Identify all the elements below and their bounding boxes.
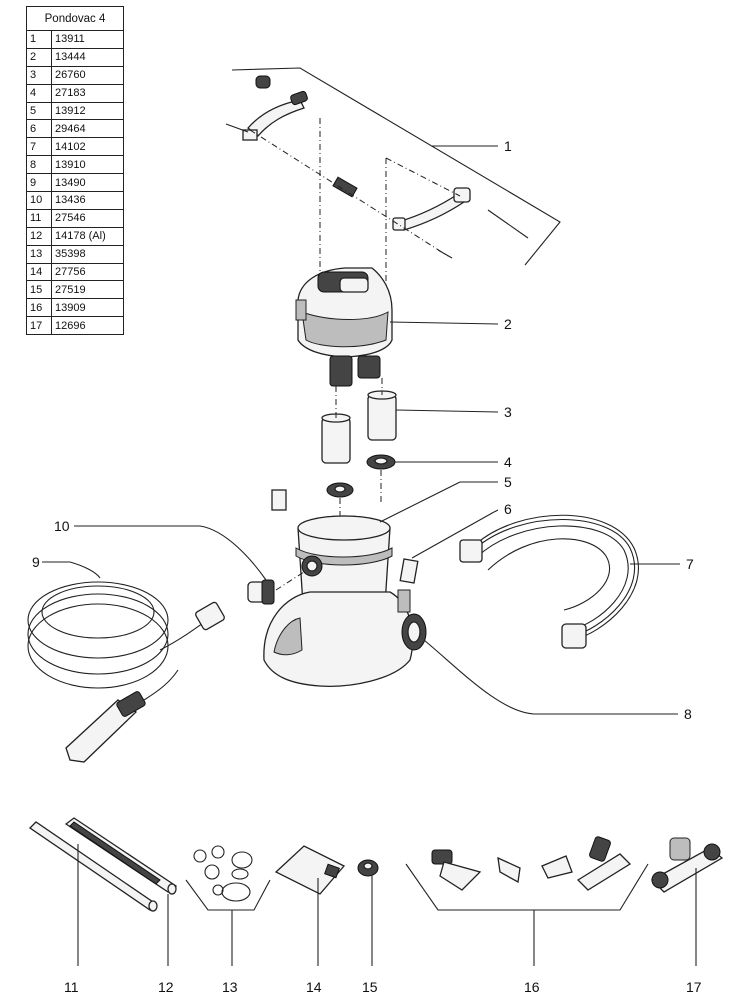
- callout-2: 2: [504, 316, 512, 332]
- seal-kit: [185, 845, 271, 911]
- callout-5: 5: [504, 474, 512, 490]
- callout-9: 9: [32, 554, 40, 570]
- small-seal: [357, 859, 379, 877]
- callout-6: 6: [504, 501, 512, 517]
- motor-head: [295, 267, 393, 387]
- hose-connector: [247, 571, 305, 605]
- callout-7: 7: [686, 556, 694, 572]
- callout-11: 11: [64, 979, 79, 995]
- callout-3: 3: [504, 404, 512, 420]
- nozzle-set: [405, 836, 649, 911]
- filter-cartridges: [321, 378, 397, 464]
- discharge-hose: [459, 514, 640, 649]
- floor-nozzle: [650, 837, 724, 893]
- leader-lines: [42, 145, 697, 966]
- callout-16: 16: [524, 979, 540, 995]
- callout-15: 15: [362, 979, 378, 995]
- callout-17: 17: [686, 979, 702, 995]
- seal-rings: [326, 454, 396, 520]
- callout-8: 8: [684, 706, 692, 722]
- callout-14: 14: [306, 979, 322, 995]
- suction-hose: [27, 581, 225, 763]
- callout-12: 12: [158, 979, 174, 995]
- callout-1: 1: [504, 138, 512, 154]
- table-title: Pondovac 4: [26, 6, 124, 31]
- callout-10: 10: [54, 518, 70, 534]
- filter-bag: [274, 845, 346, 895]
- handle-assembly: [225, 67, 561, 300]
- callout-13: 13: [222, 979, 238, 995]
- collection-tank: [263, 489, 427, 687]
- callout-4: 4: [504, 454, 512, 470]
- extension-tubes: [28, 817, 178, 912]
